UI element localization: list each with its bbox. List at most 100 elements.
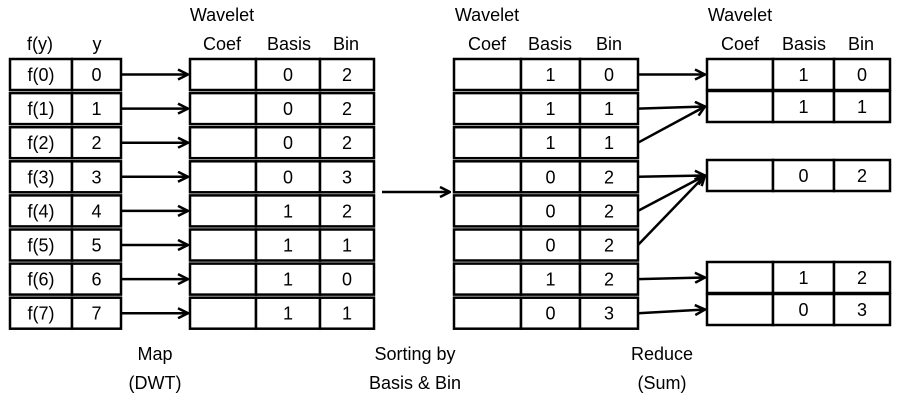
sorted-coef-cell xyxy=(452,125,523,160)
reduced-header-coef: Coef xyxy=(721,34,760,54)
reduced-bin-cell xyxy=(832,57,892,92)
reduce-label-line1: Reduce xyxy=(631,344,693,364)
input-y-value: 3 xyxy=(91,167,101,187)
input-fy-cell xyxy=(8,194,74,228)
sorted-basis-value: 0 xyxy=(545,304,555,324)
mapped-bin-cell xyxy=(318,160,376,194)
input-y-cell xyxy=(70,194,123,228)
reduce-arrow xyxy=(637,278,705,280)
mapped-bin-value: 2 xyxy=(342,65,352,85)
mapped-coef-cell xyxy=(188,91,258,126)
mapped-bin-cell xyxy=(318,91,376,126)
sorted-basis-value: 1 xyxy=(545,65,555,85)
mapped-basis-value: 1 xyxy=(283,236,293,256)
mapped-basis-value: 1 xyxy=(283,304,293,324)
mapped-basis-value: 0 xyxy=(283,99,293,119)
sorted-header-basis: Basis xyxy=(528,34,572,54)
reduced-bin-value: 1 xyxy=(857,97,867,117)
sorted-group-header: Wavelet xyxy=(455,5,519,25)
reduced-basis-value: 1 xyxy=(798,268,808,288)
mapped-basis-value: 0 xyxy=(283,167,293,187)
mapped-coef-cell xyxy=(188,125,258,160)
input-y-cell xyxy=(70,296,123,330)
reduced-coef-cell xyxy=(705,292,775,327)
sorted-basis-value: 0 xyxy=(545,167,555,187)
sorted-coef-cell xyxy=(452,262,523,296)
sorted-coef-cell xyxy=(452,91,523,126)
reduced-coef-cell xyxy=(705,158,775,193)
input-table: f(0)0f(1)1f(2)2f(3)3f(4)4f(5)5f(6)6f(7)7 xyxy=(8,57,123,330)
sorted-basis-cell xyxy=(519,91,582,126)
input-fy-cell xyxy=(8,125,74,160)
sorted-bin-value: 2 xyxy=(604,270,614,290)
input-y-cell xyxy=(70,160,123,194)
input-y-value: 6 xyxy=(91,270,101,290)
sorted-header-coef: Coef xyxy=(468,34,507,54)
sorted-basis-value: 0 xyxy=(545,236,555,256)
mapped-bin-value: 2 xyxy=(342,99,352,119)
mapped-basis-value: 1 xyxy=(283,201,293,221)
input-fy-value: f(2) xyxy=(28,133,55,153)
sorted-bin-value: 3 xyxy=(604,304,614,324)
mapped-coef-cell xyxy=(188,228,258,262)
mapped-basis-value: 0 xyxy=(283,65,293,85)
mapped-bin-value: 1 xyxy=(342,236,352,256)
input-fy-value: f(0) xyxy=(28,65,55,85)
sorted-bin-cell xyxy=(578,194,640,228)
sorted-coef-cell xyxy=(452,160,523,194)
sorted-basis-value: 1 xyxy=(545,270,555,290)
mapped-coef-cell xyxy=(188,296,258,330)
input-fy-value: f(7) xyxy=(28,304,55,324)
sorted-bin-cell xyxy=(578,262,640,296)
sorted-basis-value: 1 xyxy=(545,133,555,153)
reduced-basis-value: 1 xyxy=(798,65,808,85)
input-fy-value: f(5) xyxy=(28,236,55,256)
reduce-arrow xyxy=(637,310,705,314)
sorted-bin-cell xyxy=(578,125,640,160)
reduced-basis-value: 1 xyxy=(798,97,808,117)
map-label-line2: (DWT) xyxy=(129,373,182,393)
sorted-bin-value: 0 xyxy=(604,65,614,85)
mapped-basis-cell xyxy=(254,57,322,92)
mapped-basis-cell xyxy=(254,125,322,160)
sorted-bin-value: 2 xyxy=(604,236,614,256)
sorted-coef-cell xyxy=(452,228,523,262)
reduce-arrow xyxy=(637,107,705,144)
input-fy-value: f(6) xyxy=(28,270,55,290)
reduced-coef-cell xyxy=(705,260,775,295)
mapped-coef-cell xyxy=(188,262,258,296)
mapped-header-bin: Bin xyxy=(333,34,359,54)
sorted-basis-cell xyxy=(519,296,582,330)
sorted-bin-cell xyxy=(578,91,640,126)
reduced-bin-cell xyxy=(832,89,892,124)
input-y-cell xyxy=(70,57,123,92)
reduced-header-bin: Bin xyxy=(848,34,874,54)
mapped-basis-cell xyxy=(254,91,322,126)
input-y-value: 1 xyxy=(91,99,101,119)
mapped-bin-value: 2 xyxy=(342,201,352,221)
sorted-bin-value: 1 xyxy=(604,99,614,119)
sorted-basis-cell xyxy=(519,194,582,228)
mapped-bin-value: 2 xyxy=(342,133,352,153)
reduced-basis-value: 0 xyxy=(798,166,808,186)
sorted-header-bin: Bin xyxy=(596,34,622,54)
reduced-basis-cell xyxy=(771,292,836,327)
reduced-bin-cell xyxy=(832,260,892,295)
mapped-bin-value: 0 xyxy=(342,270,352,290)
input-y-value: 0 xyxy=(91,65,101,85)
reduced-basis-cell xyxy=(771,89,836,124)
sort-label-line1: Sorting by xyxy=(374,344,455,364)
input-fy-value: f(4) xyxy=(28,201,55,221)
sorted-basis-value: 1 xyxy=(545,99,555,119)
mapped-bin-cell xyxy=(318,57,376,92)
mapped-bin-value: 3 xyxy=(342,167,352,187)
input-fy-value: f(1) xyxy=(28,99,55,119)
reduced-header-basis: Basis xyxy=(782,34,826,54)
mapped-basis-value: 0 xyxy=(283,133,293,153)
map-label-line1: Map xyxy=(137,344,172,364)
sorted-bin-value: 1 xyxy=(604,133,614,153)
